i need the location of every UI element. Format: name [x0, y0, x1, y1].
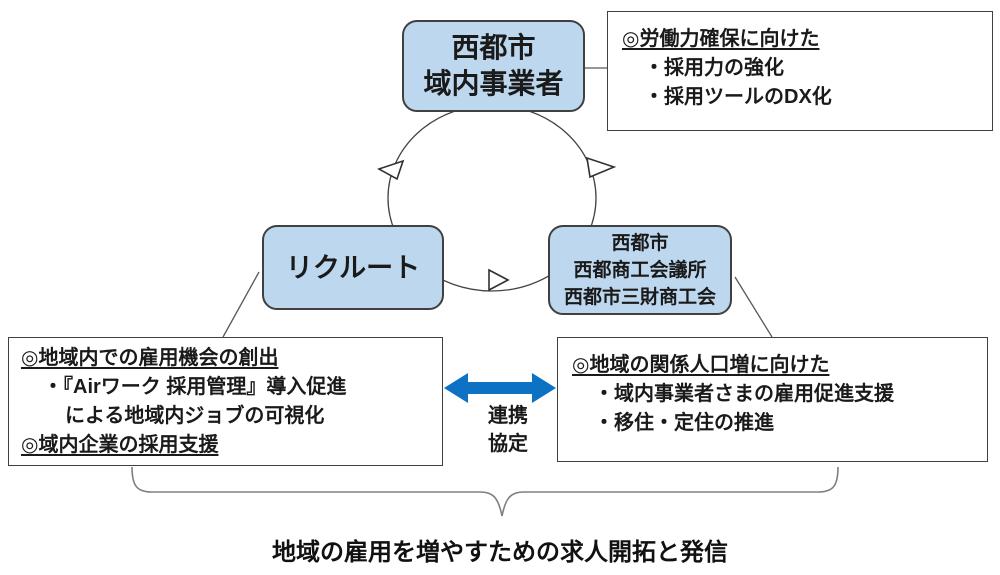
node-recruit: リクルート	[262, 225, 444, 310]
partnership-label-line: 協定	[488, 433, 528, 455]
callout-text-line: ・採用力の強化	[644, 57, 784, 79]
callout-text-line: による地域内ジョブの可視化	[65, 405, 325, 427]
cycle-arrowhead-right-icon	[586, 156, 617, 179]
bottom-brace	[131, 466, 839, 517]
node-label-line: 西都市	[451, 32, 536, 63]
callout-text-line: ・『Airワーク 採用管理』導入促進	[43, 376, 347, 398]
callout-text-line: ◎地域内での雇用機会の創出	[21, 347, 279, 369]
callout-text-line: ◎地域の関係人口増に向けた	[572, 354, 830, 376]
diagram-caption: 地域の雇用を増やすための求人開拓と発信	[272, 539, 728, 566]
cycle-arrowhead-left-icon	[377, 159, 405, 181]
node-label-line: 西都商工会議所	[573, 259, 707, 281]
node-label-line: 西都市三財商工会	[563, 286, 716, 308]
node-label-line: 西都市	[611, 232, 669, 254]
connector-right-to-callout	[734, 276, 773, 338]
partnership-label-line: 連携	[488, 405, 528, 427]
cycle-arrowhead-bottom-icon	[488, 268, 510, 292]
node-saito-city-chambers: 西都市西都商工会議所西都市三財商工会	[548, 225, 732, 315]
callout-labor-force: ◎労働力確保に向けた・採用力の強化・採用ツールのDX化	[607, 11, 993, 131]
node-saito-city-businesses: 西都市域内事業者	[402, 20, 585, 112]
callout-text-line: ◎域内企業の採用支援	[21, 434, 219, 456]
connector-left-to-callout	[222, 271, 260, 338]
node-label-line: リクルート	[285, 252, 421, 283]
callout-local-employment: ◎地域内での雇用機会の創出・『Airワーク 採用管理』導入促進による地域内ジョブ…	[8, 337, 443, 466]
partnership-double-arrow-icon	[444, 373, 556, 403]
callout-text-line: ・採用ツールのDX化	[644, 86, 832, 108]
callout-relationship-population: ◎地域の関係人口増に向けた・域内事業者さまの雇用促進支援・移住・定住の推進	[557, 337, 988, 462]
partnership-agreement-label: 連携協定	[468, 402, 548, 458]
callout-text-line: ・域内事業者さまの雇用促進支援	[594, 383, 894, 405]
callout-text-line: ・移住・定住の推進	[594, 412, 774, 434]
callout-text-line: ◎労働力確保に向けた	[622, 28, 820, 50]
node-label-line: 域内事業者	[423, 68, 564, 99]
